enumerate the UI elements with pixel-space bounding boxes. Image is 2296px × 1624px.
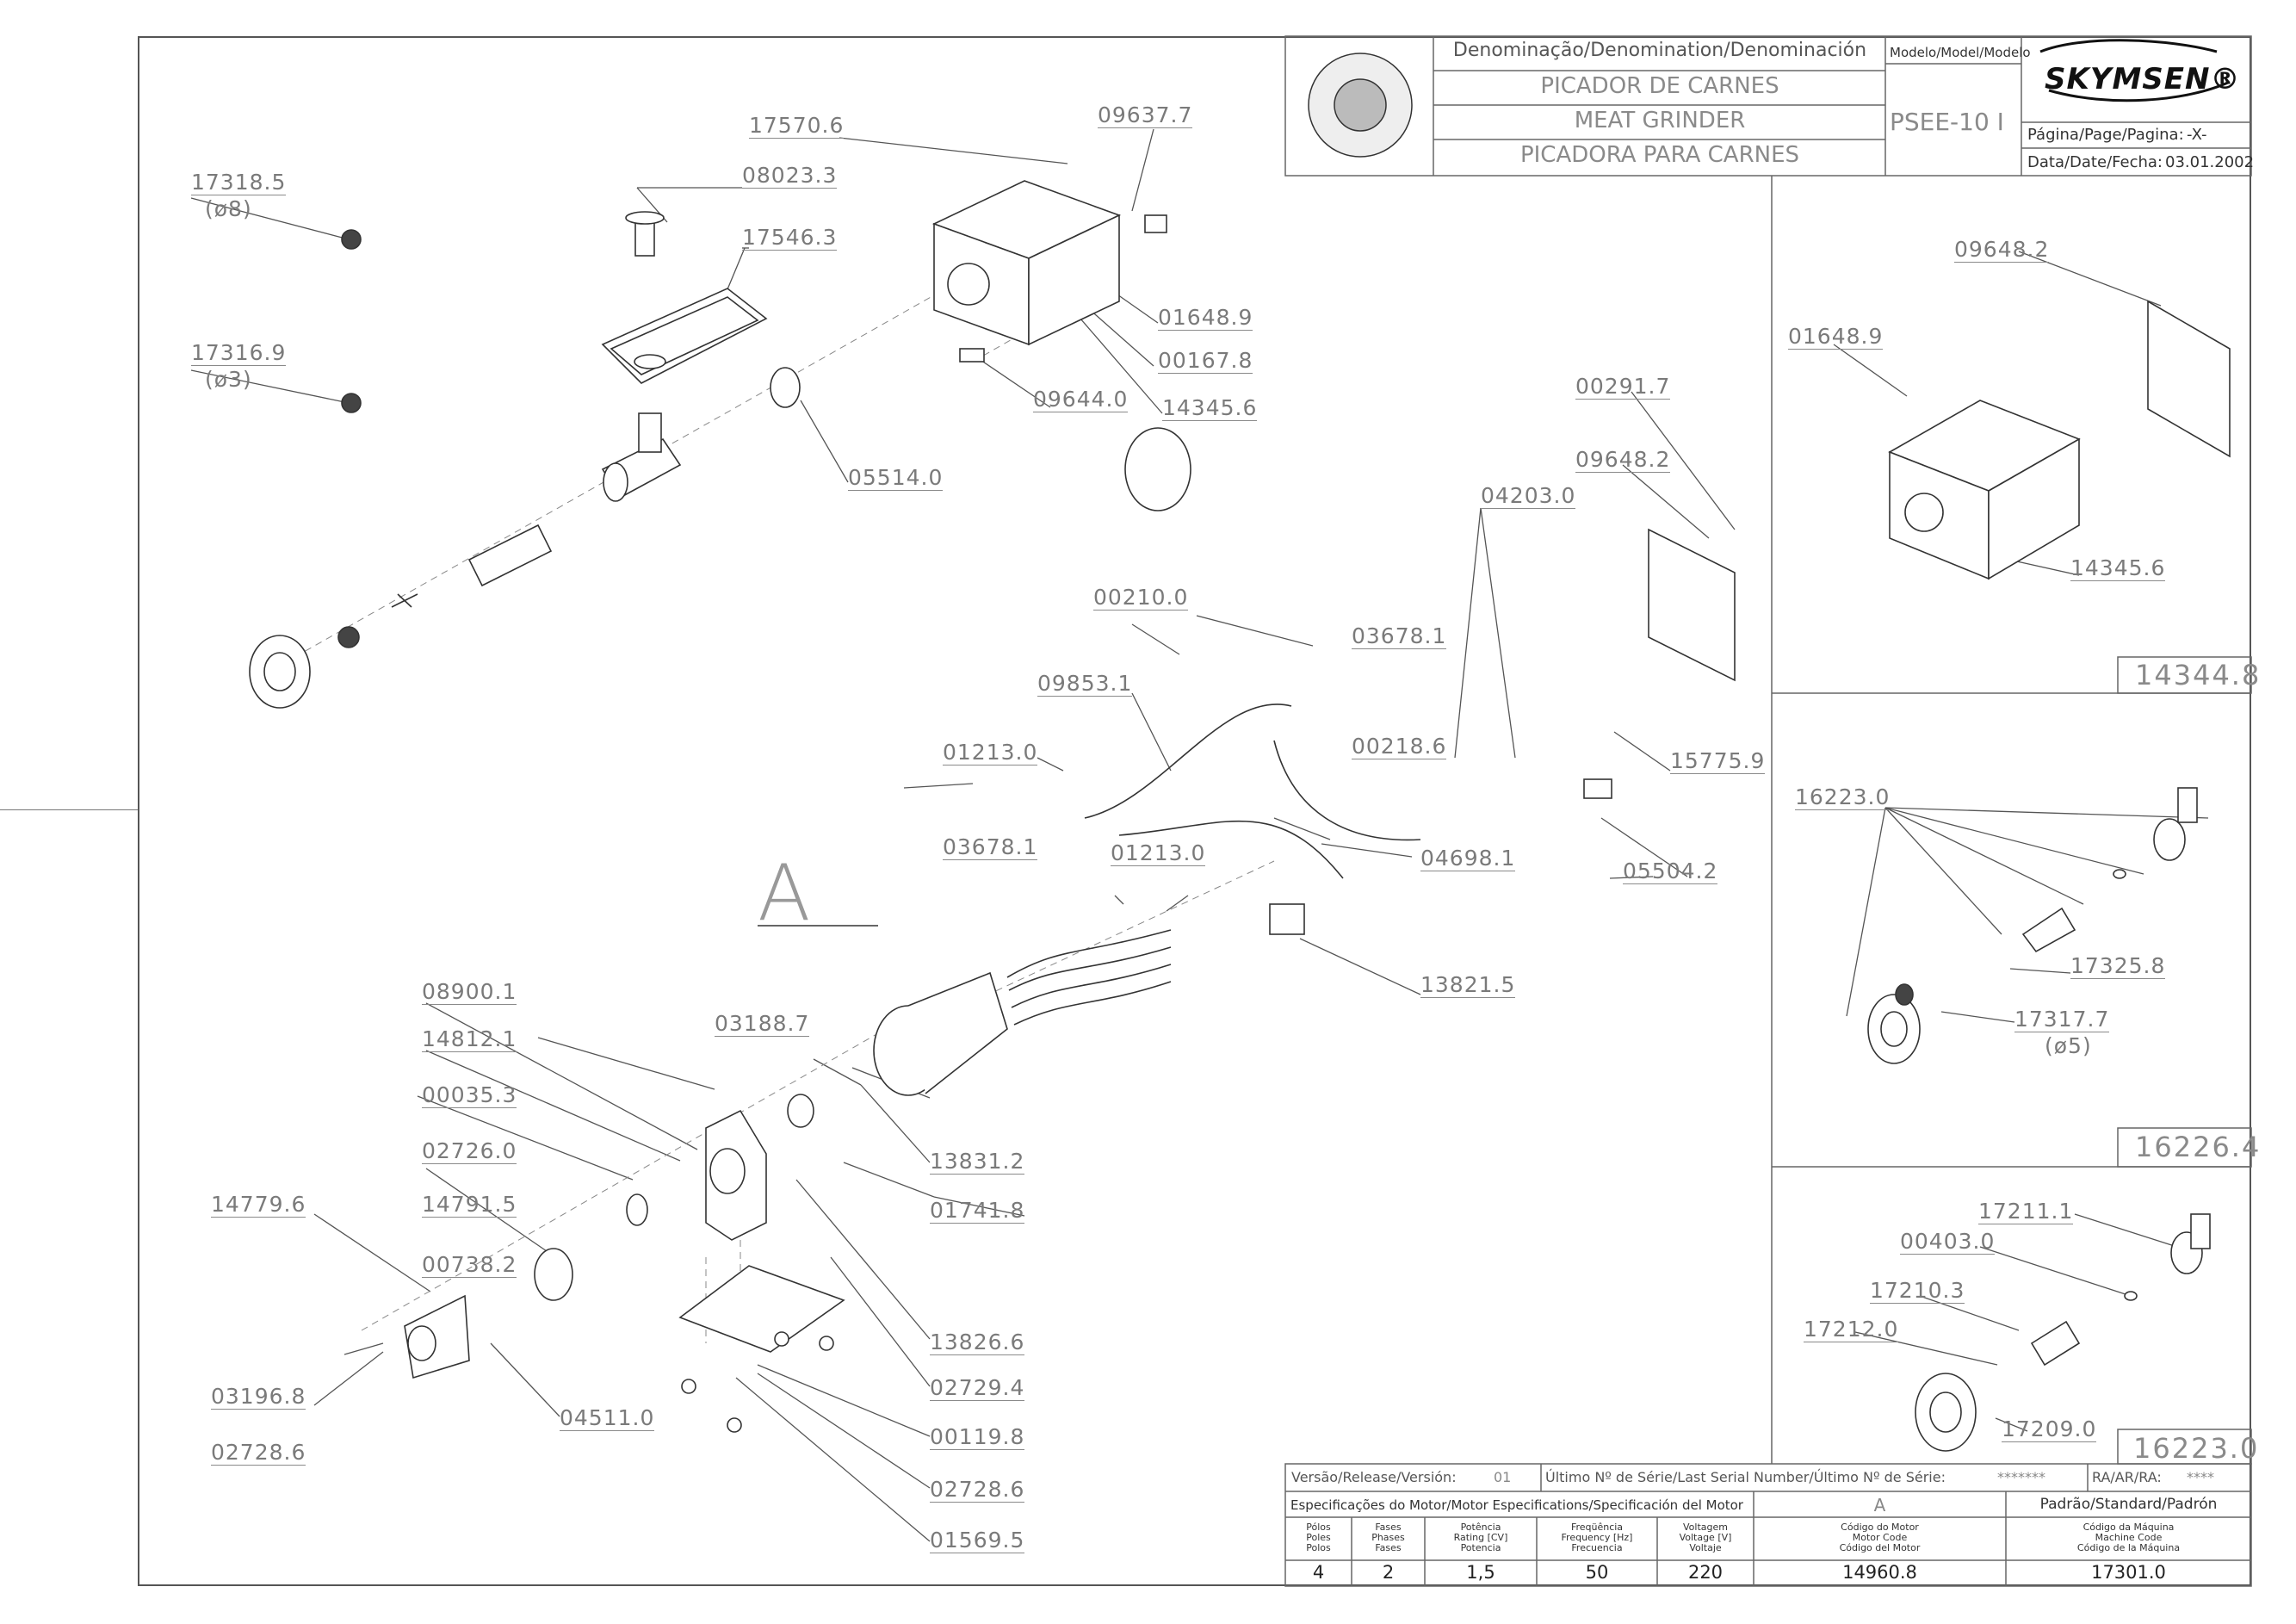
callout-13826: 13826.6	[930, 1330, 1025, 1355]
callout-04698: 04698.1	[1420, 846, 1516, 871]
callout-00291: 00291.7	[1575, 374, 1671, 400]
model-header: Modelo/Model/Modelo	[1890, 45, 2031, 60]
box1-callout-01648: 01648.9	[1788, 324, 1884, 350]
callout-01213a: 01213.0	[943, 740, 1038, 766]
callout-03678b: 03678.1	[943, 834, 1038, 860]
callout-08900: 08900.1	[422, 979, 517, 1005]
motor-a-marker: A	[758, 848, 811, 939]
col-machine-code: Código da Máquina Machine Code Código de…	[2076, 1522, 2181, 1553]
callout-00119: 00119.8	[930, 1424, 1025, 1450]
callout-08023: 08023.3	[742, 163, 838, 189]
callout-03188: 03188.7	[715, 1011, 810, 1037]
callout-01741: 01741.8	[930, 1198, 1025, 1224]
standard-label: Padrão/Standard/Padrón	[2039, 1496, 2218, 1513]
col-voltage: Voltagem Voltage [V] Voltaje	[1679, 1522, 1732, 1553]
callout-00210: 00210.0	[1093, 585, 1189, 611]
box2-callout-17317-sub: (ø5)	[2045, 1033, 2092, 1058]
callout-00218: 00218.6	[1352, 734, 1447, 759]
callout-02726: 02726.0	[422, 1138, 517, 1164]
callout-00167: 00167.8	[1158, 348, 1253, 374]
box1-number: 14344.8	[2135, 659, 2262, 691]
box3-callout-17212: 17212.0	[1804, 1317, 1899, 1342]
motor-spec-label: Especificações do Motor/Motor Especifica…	[1290, 1497, 1743, 1513]
drawing-frame	[138, 36, 2251, 1586]
callout-09853: 09853.1	[1037, 671, 1133, 697]
callout-00035: 00035.3	[422, 1082, 517, 1108]
callout-02728b: 02728.6	[211, 1440, 306, 1466]
power-value: 1,5	[1466, 1562, 1495, 1583]
box1-callout-14345: 14345.6	[2070, 555, 2166, 581]
poles-value: 4	[1312, 1562, 1325, 1583]
col-frequency: Freqüência Frequency [Hz] Frecuencia	[1561, 1522, 1633, 1553]
skymsen-logo: SKYMSEN®	[2045, 62, 2241, 96]
box3-callout-17210: 17210.3	[1870, 1278, 1965, 1304]
col-poles: Pólos Poles Polos	[1306, 1522, 1331, 1553]
ra-value: ****	[2187, 1469, 2214, 1485]
col-motor-code: Código do Motor Motor Code Código del Mo…	[1839, 1522, 1921, 1553]
box1-callout-09648: 09648.2	[1954, 237, 2050, 263]
callout-04203: 04203.0	[1481, 483, 1576, 509]
name-en: MEAT GRINDER	[1574, 108, 1746, 133]
box3-callout-17211: 17211.1	[1978, 1199, 2074, 1224]
serial-label: Último Nº de Série/Last Serial Number/Úl…	[1545, 1469, 1946, 1485]
motor-code-value: 14960.8	[1842, 1562, 1917, 1583]
callout-00738: 00738.2	[422, 1252, 517, 1278]
callout-03678a: 03678.1	[1352, 623, 1447, 649]
callout-02728a: 02728.6	[930, 1477, 1025, 1503]
denomination-header: Denominação/Denomination/Denominación	[1452, 40, 1867, 61]
callout-17318-sub: (ø8)	[205, 196, 252, 221]
box3-number: 16223.0	[2133, 1432, 2260, 1465]
box2-number: 16226.4	[2135, 1131, 2262, 1163]
name-pt: PICADOR DE CARNES	[1540, 73, 1779, 99]
serial-value: *******	[1997, 1469, 2045, 1485]
callout-15775: 15775.9	[1670, 748, 1766, 774]
callout-09644: 09644.0	[1033, 387, 1129, 412]
callout-01569: 01569.5	[930, 1528, 1025, 1553]
callout-14779: 14779.6	[211, 1192, 306, 1218]
callout-03196: 03196.8	[211, 1384, 306, 1410]
callout-01213b: 01213.0	[1111, 840, 1206, 866]
callout-17546: 17546.3	[742, 225, 838, 251]
box3-callout-17209: 17209.0	[2002, 1416, 2097, 1442]
callout-02729: 02729.4	[930, 1375, 1025, 1401]
voltage-value: 220	[1687, 1562, 1724, 1583]
box2-callout-16223: 16223.0	[1795, 784, 1891, 810]
callout-05514: 05514.0	[848, 465, 944, 491]
callout-05504: 05504.2	[1623, 858, 1718, 884]
phases-value: 2	[1382, 1562, 1395, 1583]
callout-17318: 17318.5	[191, 170, 287, 195]
callout-01648a: 01648.9	[1158, 305, 1253, 331]
callout-09637: 09637.7	[1098, 102, 1193, 128]
col-phases: Fases Phases Fases	[1371, 1522, 1405, 1553]
callout-14812: 14812.1	[422, 1026, 517, 1052]
callout-17570: 17570.6	[749, 113, 845, 139]
machine-code-value: 17301.0	[2091, 1562, 2166, 1583]
callout-17316-sub: (ø3)	[205, 367, 252, 392]
col-power: Potência Rating [CV] Potencia	[1453, 1522, 1508, 1553]
callout-14791: 14791.5	[422, 1192, 517, 1218]
callout-04511: 04511.0	[560, 1405, 655, 1431]
callout-14345a: 14345.6	[1162, 395, 1258, 421]
box3-callout-00403: 00403.0	[1900, 1229, 1996, 1255]
callout-13831: 13831.2	[930, 1149, 1025, 1175]
ra-label: RA/AR/RA:	[2092, 1469, 2162, 1485]
release-value: 01	[1494, 1469, 1512, 1485]
box2-callout-17317: 17317.7	[2014, 1007, 2110, 1032]
callout-09648a: 09648.2	[1575, 447, 1671, 473]
page-value: -X-	[2187, 126, 2207, 144]
fold-mark	[0, 809, 138, 810]
page-label: Página/Page/Pagina:	[2027, 126, 2184, 144]
date-label: Data/Date/Fecha:	[2027, 153, 2163, 171]
frequency-value: 50	[1585, 1562, 1609, 1583]
model-value: PSEE-10 I	[1890, 108, 2004, 136]
release-label: Versão/Release/Versión:	[1291, 1469, 1457, 1485]
callout-13821: 13821.5	[1420, 972, 1516, 998]
callout-17316: 17316.9	[191, 340, 287, 366]
box2-callout-17325: 17325.8	[2070, 953, 2166, 979]
date-value: 03.01.2002	[2165, 153, 2255, 171]
motor-letter: A	[1873, 1495, 1886, 1516]
name-es: PICADORA PARA CARNES	[1519, 142, 1800, 168]
